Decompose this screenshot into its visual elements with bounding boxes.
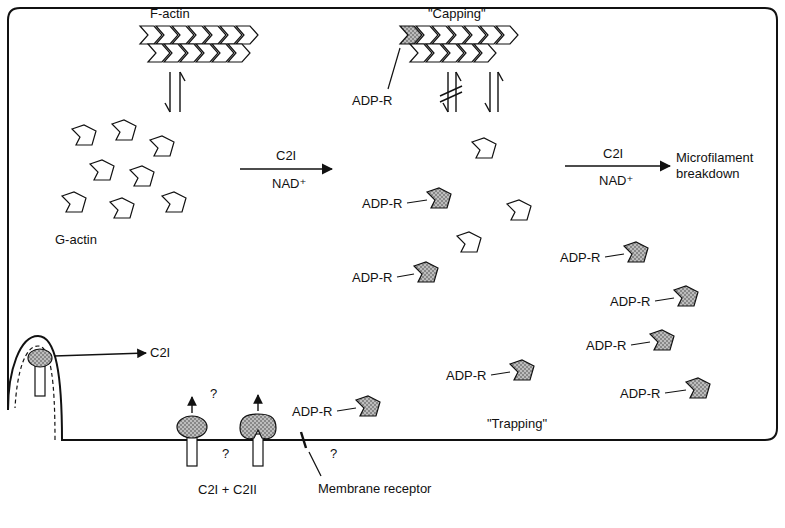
- modification-label: ADP-R: [620, 386, 660, 402]
- toxin-complex: [177, 414, 276, 466]
- modification-label: ADP-R: [446, 368, 486, 384]
- modification-label: ADP-R: [362, 196, 402, 212]
- toxin-label: C2I: [150, 345, 170, 361]
- receptor-symbol: [301, 432, 306, 448]
- modification-label: ADP-R: [560, 250, 600, 266]
- vesicle-coat: [15, 346, 55, 440]
- modification-label: ADP-R: [292, 404, 332, 420]
- reagent-label: NAD⁺: [272, 176, 306, 192]
- outcome-label: Microfilament breakdown: [676, 150, 772, 182]
- leader-line: [309, 452, 321, 476]
- adp-ribose-bonds: [337, 200, 686, 411]
- question-mark: ?: [330, 446, 337, 462]
- capped-filament: [400, 26, 518, 62]
- structure-label: G-actin: [55, 232, 97, 248]
- release-arrow: [54, 353, 146, 356]
- g-actin-monomers: [62, 120, 186, 218]
- toxin-label: C2I + C2II: [198, 482, 257, 498]
- leader-line: [388, 48, 400, 89]
- modification-label: ADP-R: [610, 294, 650, 310]
- question-mark: ?: [222, 446, 229, 462]
- entry-arrows: [192, 395, 258, 413]
- reaction-arrow: [240, 168, 332, 170]
- actin-filament: [140, 26, 258, 62]
- reagent-label: NAD⁺: [599, 173, 633, 189]
- structure-label: F-actin: [150, 6, 190, 22]
- process-label: "Trapping": [487, 416, 547, 432]
- equilibrium-arrows: [165, 72, 185, 112]
- modification-label: ADP-R: [352, 93, 392, 109]
- actin-monomers: [356, 138, 710, 416]
- equilibrium-arrows: [440, 72, 503, 112]
- internalized-toxin: [28, 349, 52, 396]
- question-mark: ?: [210, 386, 217, 402]
- reagent-label: C2I: [276, 148, 296, 164]
- reaction-arrow: [565, 165, 670, 167]
- structure-label: Membrane receptor: [318, 481, 431, 497]
- cell-membrane: [8, 8, 777, 440]
- modification-label: ADP-R: [352, 270, 392, 286]
- reagent-label: C2I: [603, 146, 623, 162]
- modification-label: ADP-R: [586, 338, 626, 354]
- process-label: "Capping": [428, 6, 486, 22]
